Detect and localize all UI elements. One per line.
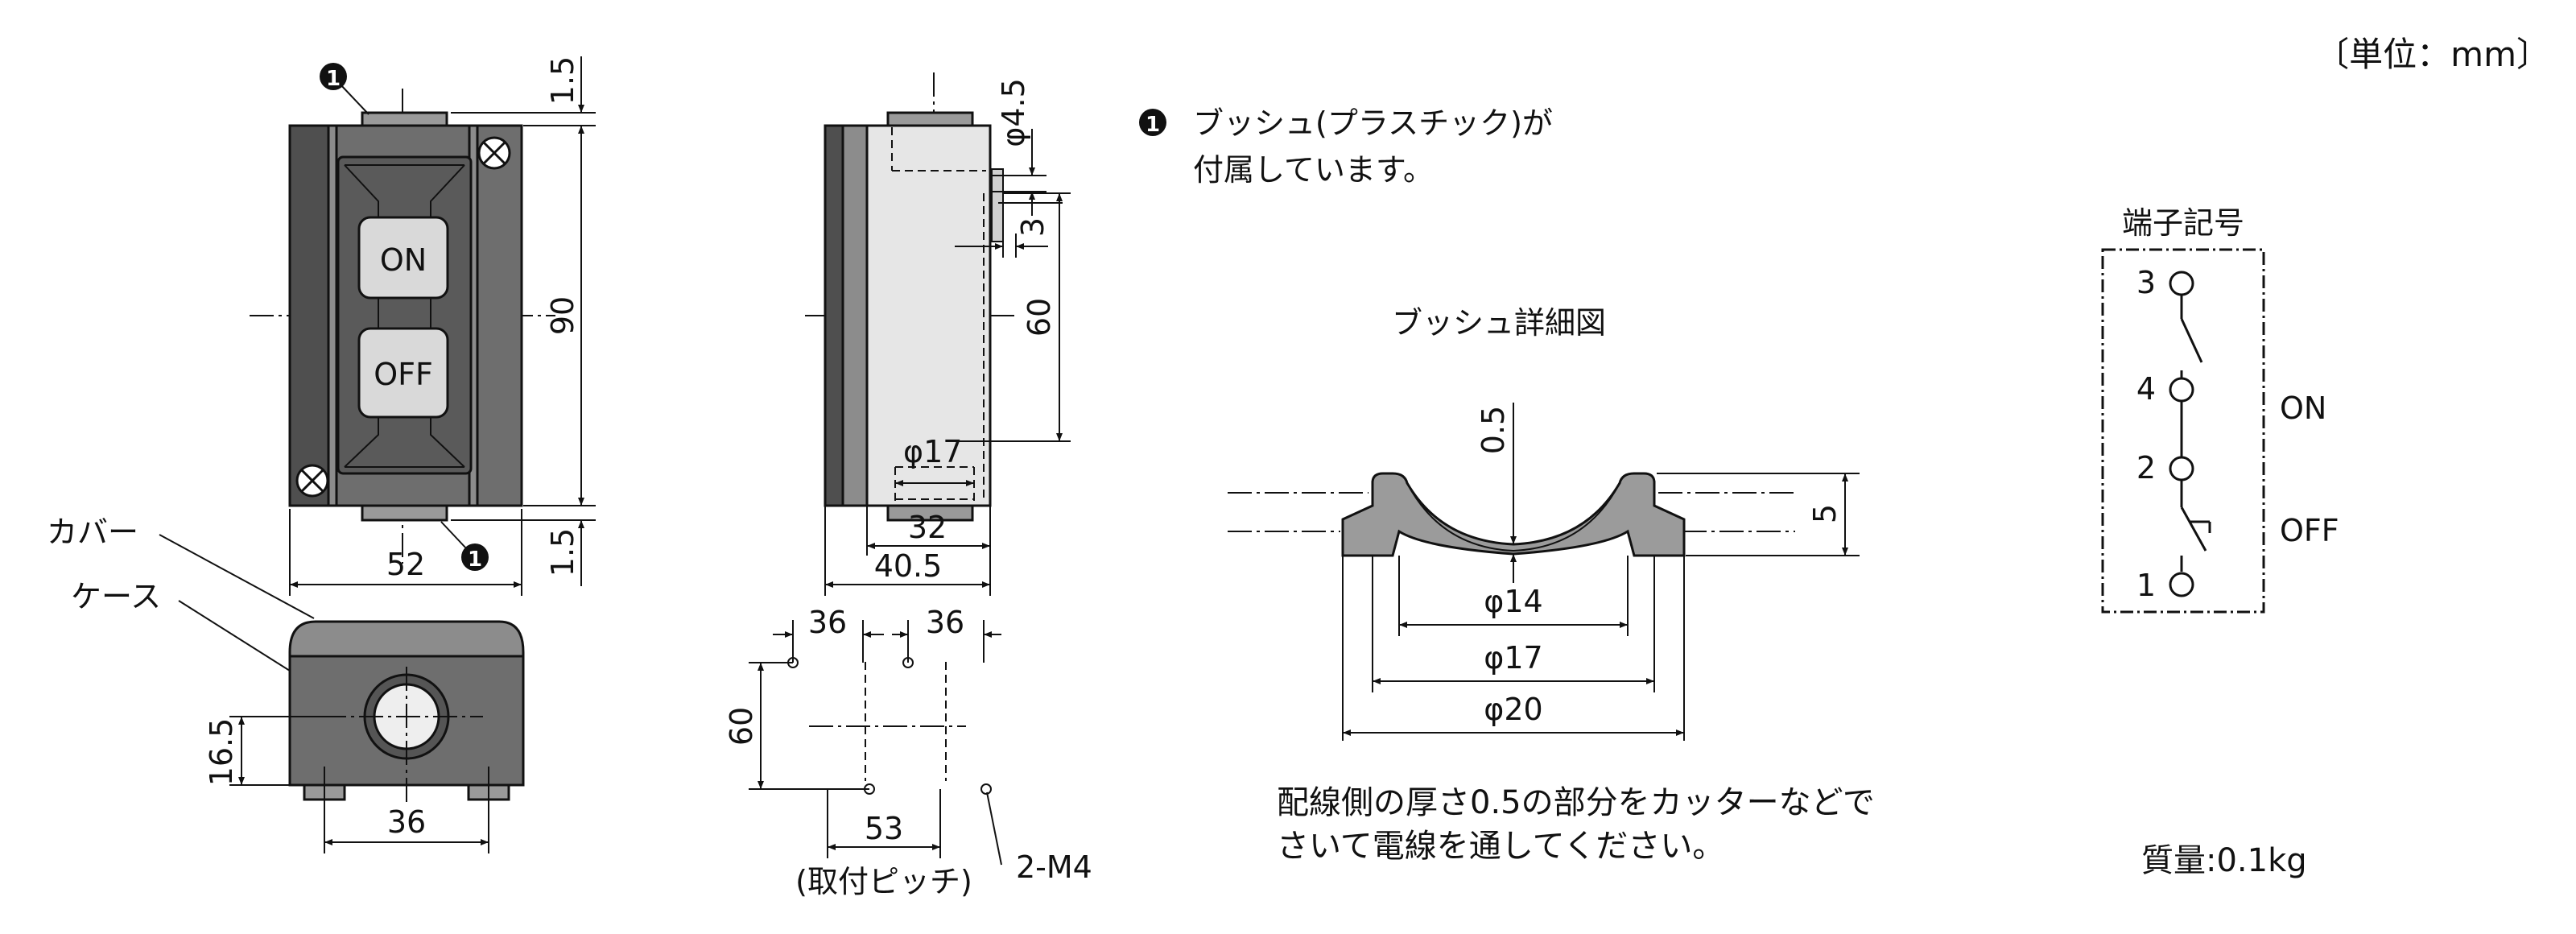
note-marker-number: 1 bbox=[468, 548, 482, 572]
side-view: φ4.5 3 60 φ17 32 40.5 bbox=[805, 72, 1071, 596]
dim-side-phi-hole: φ4.5 bbox=[996, 78, 1031, 147]
dim-bushing-height: 5 bbox=[1807, 504, 1843, 523]
mount-screw-label: 2-M4 bbox=[1016, 849, 1092, 885]
bushing-caption-line-1: 配線側の厚さ0.5の部分をカッターなどで bbox=[1277, 784, 1875, 821]
bushing-detail: ブッシュ詳細図 0.5 5 φ14 φ17 φ20 配線側の厚さ0.5の部分をカ… bbox=[1228, 305, 1875, 865]
on-button bbox=[357, 216, 449, 300]
note-marker-number: 1 bbox=[326, 67, 341, 91]
dim-bottom-gap: 1.5 bbox=[545, 528, 580, 577]
dim-bushing-phi14: φ14 bbox=[1484, 584, 1542, 619]
off-button bbox=[357, 327, 449, 419]
bushing-profile bbox=[1341, 472, 1686, 557]
terminal-2: 2 bbox=[2136, 450, 2156, 486]
terminal-symbol: 端子記号 3 4 ON 2 OFF 1 bbox=[2101, 205, 2339, 614]
dim-bottom-width: 36 bbox=[387, 804, 426, 840]
mount-view: 36 36 60 53 (取付ピッチ) 2-M4 bbox=[724, 605, 1092, 899]
terminal-3: 3 bbox=[2136, 265, 2156, 300]
mass-label: 質量:0.1kg bbox=[2141, 842, 2307, 879]
dim-bottom-height: 16.5 bbox=[204, 718, 239, 787]
bushing-note: 1 ブッシュ(プラスチック)が 付属しています。 bbox=[1139, 105, 1553, 188]
terminal-1: 1 bbox=[2136, 568, 2156, 603]
dim-front-height: 90 bbox=[545, 296, 580, 335]
dim-top-gap: 1.5 bbox=[545, 56, 580, 105]
cover-shape bbox=[288, 620, 525, 658]
note-marker-icon bbox=[461, 543, 489, 571]
dim-mount-left: 36 bbox=[808, 605, 847, 640]
note-marker-icon bbox=[320, 63, 347, 90]
terminal-frame bbox=[2101, 248, 2265, 614]
note-marker-icon bbox=[1139, 109, 1166, 136]
note-marker-number: 1 bbox=[1146, 113, 1160, 137]
dim-front-width: 52 bbox=[386, 547, 425, 582]
note-line-1: ブッシュ(プラスチック)が bbox=[1193, 105, 1553, 141]
dim-side-offset: 3 bbox=[1015, 217, 1051, 237]
mount-hole bbox=[980, 783, 992, 795]
dim-side-phi-inner: φ17 bbox=[903, 434, 962, 469]
dim-bushing-phi17: φ17 bbox=[1484, 640, 1542, 676]
unit-label: 〔単位：mm〕 bbox=[2315, 35, 2550, 74]
dim-side-depth: 40.5 bbox=[874, 548, 943, 584]
terminal-on-label: ON bbox=[2280, 391, 2326, 426]
bushing-title: ブッシュ詳細図 bbox=[1392, 305, 1606, 341]
terminal-off-label: OFF bbox=[2280, 513, 2339, 548]
front-view: ON OFF 1 1 1.5 90 1.5 bbox=[250, 56, 596, 596]
terminal-4: 4 bbox=[2136, 371, 2156, 407]
dim-bushing-phi20: φ20 bbox=[1484, 692, 1542, 727]
screw-icon bbox=[477, 136, 511, 170]
on-button-label: ON bbox=[380, 242, 427, 278]
label-cover: カバー bbox=[47, 515, 138, 550]
dim-mount-right: 36 bbox=[926, 605, 964, 640]
dim-mount-pitch: 53 bbox=[865, 811, 903, 846]
label-case: ケース bbox=[71, 579, 161, 614]
screw-icon bbox=[295, 464, 329, 498]
dim-bushing-thickness: 0.5 bbox=[1476, 406, 1511, 454]
off-button-label: OFF bbox=[374, 357, 433, 392]
dim-mount-vertical: 60 bbox=[724, 707, 759, 746]
dim-side-inner: 32 bbox=[908, 510, 947, 545]
bottom-view: カバー ケース 16.5 36 bbox=[47, 515, 525, 853]
dim-side-pitch: 60 bbox=[1022, 298, 1057, 337]
button-face bbox=[336, 155, 473, 475]
note-line-2: 付属しています。 bbox=[1193, 152, 1434, 188]
bottom-bushing bbox=[361, 504, 448, 522]
mount-pitch-label: (取付ピッチ) bbox=[795, 864, 972, 899]
terminal-title: 端子記号 bbox=[2122, 205, 2244, 241]
bushing-caption-line-2: さいて電線を通してください。 bbox=[1277, 828, 1724, 865]
